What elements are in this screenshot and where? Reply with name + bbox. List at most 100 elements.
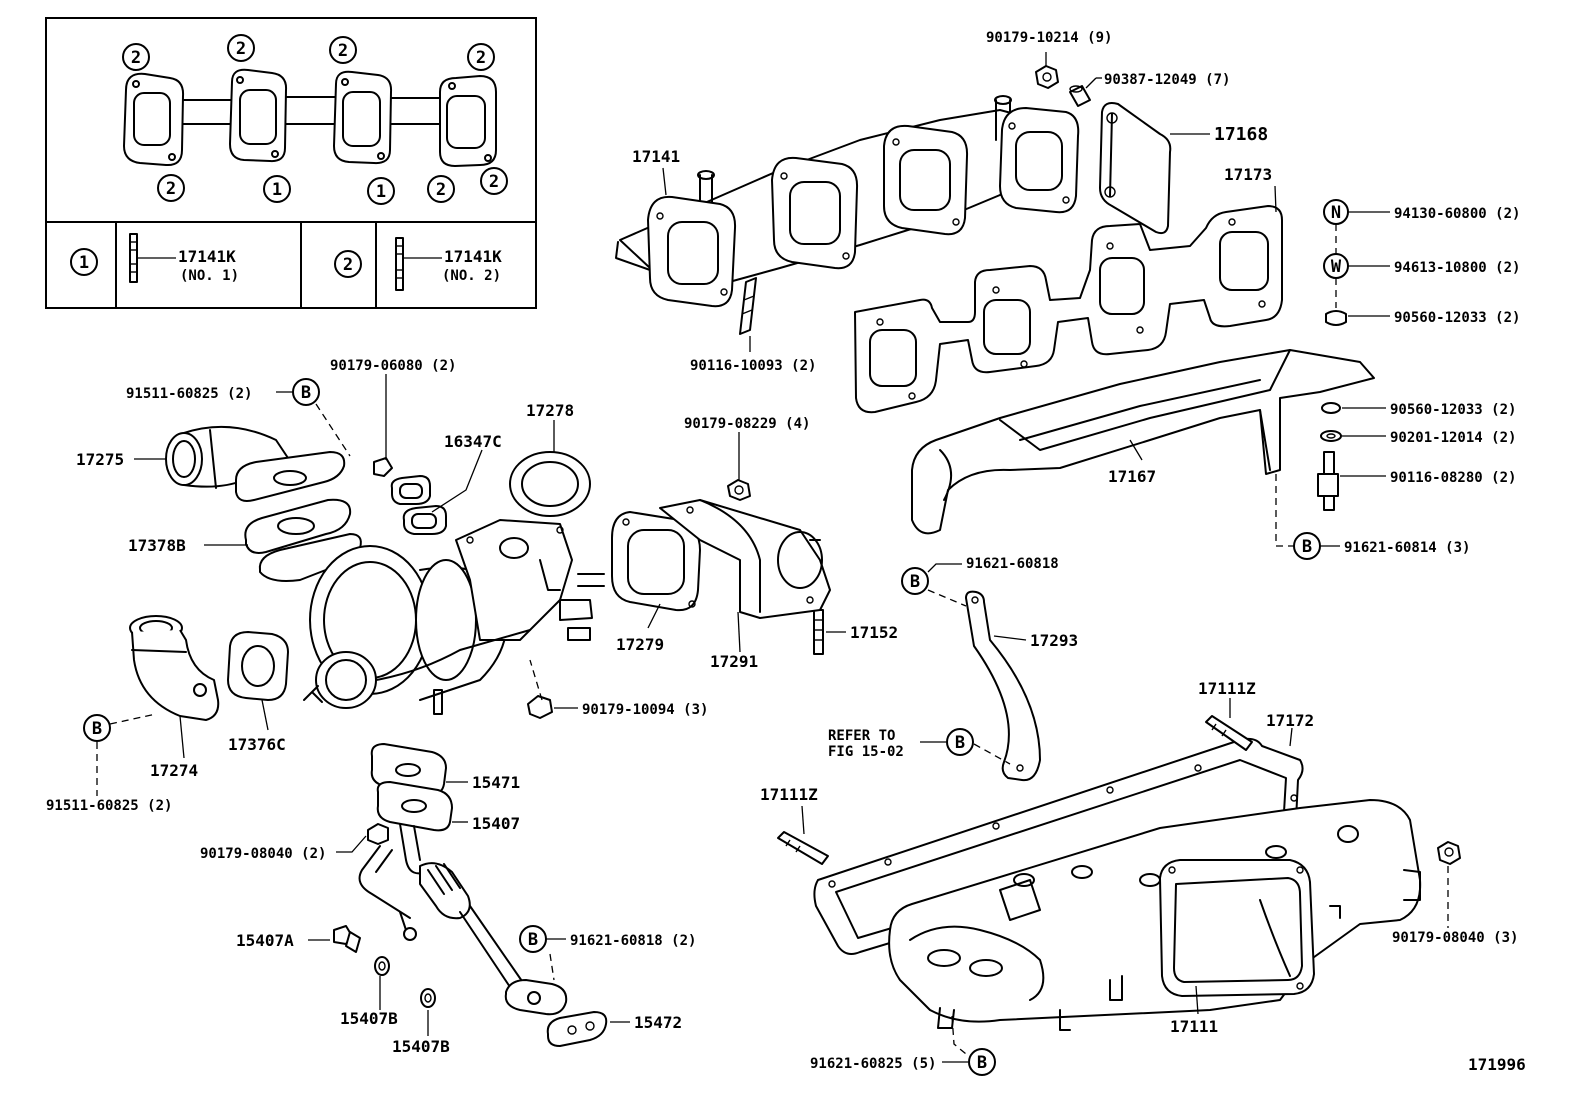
pipe-15407 (358, 781, 568, 1016)
callout-label: 91621-60825 (5) (810, 1056, 936, 1072)
callout-label: 17111Z (1198, 679, 1256, 698)
legend-mark: 1 (376, 182, 386, 202)
elbow-17275 (165, 425, 346, 502)
callout-label: 15407B (340, 1009, 398, 1028)
marker-b: B (1302, 537, 1312, 557)
legend-row-1: 1 17141K (NO. 1) (70, 233, 239, 284)
callout-label: 91511-60825 (2) (46, 798, 172, 814)
callout-label: 90179-10214 (9) (986, 30, 1112, 46)
gasket-legend-box: 2 2 2 2 2 1 1 2 2 1 (45, 17, 537, 309)
intake-manifold-17111 (813, 737, 1422, 1031)
callout-label: 17378B (128, 536, 186, 555)
marker-n: N (1331, 203, 1341, 223)
bracket-17293 (965, 590, 1041, 782)
b-marker-5: B (83, 714, 111, 742)
legend-row-part: 17141K (444, 247, 502, 266)
callout-label: 17111 (1170, 1017, 1218, 1036)
callout-label: 17167 (1108, 467, 1156, 486)
callout-label: 17293 (1030, 631, 1078, 650)
callout-label: REFER TO (828, 728, 895, 744)
marker-b: B (301, 383, 311, 403)
callout-label: 90560-12033 (2) (1390, 402, 1516, 418)
bolt-15407a (333, 925, 361, 953)
stud-icon (129, 233, 138, 283)
stud-17111z-left (777, 831, 829, 865)
washer-15407b-a (374, 956, 390, 976)
callout-label: 17376C (228, 735, 286, 754)
legend-row-mark: 2 (343, 255, 353, 275)
legend-row-2: 2 17141K (NO. 2) (334, 237, 502, 291)
callout-label: 15471 (472, 773, 520, 792)
b-marker-7: B (968, 1048, 996, 1076)
callout-label: 90179-08040 (3) (1392, 930, 1518, 946)
callout-label: FIG 15-02 (828, 744, 904, 760)
gasket-17376c (227, 631, 289, 701)
nut-90179-08040-left (367, 823, 389, 845)
b-marker-1: B (292, 378, 320, 406)
callout-label: 90201-12014 (2) (1390, 430, 1516, 446)
legend-mark: 2 (476, 48, 486, 68)
manifold-gasket-17173 (854, 205, 1283, 414)
nut-90179-10214 (1035, 65, 1059, 89)
nut-washer-stack: N W (1323, 199, 1349, 326)
callout-label: 17111Z (760, 785, 818, 804)
callout-label: 90560-12033 (2) (1394, 310, 1520, 326)
gasket-17378b (244, 498, 352, 554)
callout-label: 17278 (526, 401, 574, 420)
legend-mark: 2 (131, 48, 141, 68)
nut-90179-06080 (373, 457, 393, 477)
stud-17152 (813, 609, 824, 655)
legend-mark: 2 (236, 39, 246, 59)
callout-label: 90179-08229 (4) (684, 416, 810, 432)
stud-90116-10093 (739, 277, 757, 335)
callout-label: 17141 (632, 147, 680, 166)
legend-row-note: (NO. 1) (180, 268, 239, 284)
elbow-17274 (129, 615, 220, 721)
legend-bottom-marks: 2 1 1 2 2 (157, 167, 508, 205)
nut-90179-08040-right (1437, 841, 1461, 865)
callout-label: 90116-08280 (2) (1390, 470, 1516, 486)
callout-label: 17291 (710, 652, 758, 671)
legend-mark: 2 (489, 172, 499, 192)
heat-insulator-17168 (1099, 102, 1172, 235)
collar-90387-12049 (1069, 85, 1091, 107)
callout-label: 17172 (1266, 711, 1314, 730)
gasket-15472 (546, 1011, 608, 1047)
washer-90560-lower (1321, 402, 1341, 414)
b-marker-2: B (1293, 532, 1321, 560)
washer-90201 (1320, 430, 1342, 442)
gasket-16347c (390, 475, 447, 535)
callout-label: 90179-06080 (2) (330, 358, 456, 374)
stud-90116-08280 (1317, 451, 1339, 511)
marker-b: B (528, 930, 538, 950)
legend-row-mark: 1 (79, 253, 89, 273)
heat-insulator-17167 (911, 349, 1375, 535)
legend-mark: 2 (338, 41, 348, 61)
b-marker-3: B (901, 567, 929, 595)
callout-label: 17275 (76, 450, 124, 469)
exhaust-manifold (615, 95, 1080, 308)
callout-label: 90116-10093 (2) (690, 358, 816, 374)
washer-15407b-b (420, 988, 436, 1008)
callout-label: 91621-60818 (2) (570, 933, 696, 949)
ring-gasket-17278 (509, 451, 591, 517)
stud-icon (395, 237, 404, 291)
callout-label: 15407 (472, 814, 520, 833)
legend-row-note: (NO. 2) (442, 268, 501, 284)
legend-gasket-drawing (123, 68, 497, 167)
callout-label: 91621-60818 (966, 556, 1059, 572)
nut-90179-10094 (527, 695, 553, 719)
nut-90179-08229 (727, 479, 751, 501)
legend-mark: 1 (272, 180, 282, 200)
marker-b: B (955, 733, 965, 753)
figure-id: 171996 (1468, 1055, 1526, 1074)
legend-mark: 2 (166, 179, 176, 199)
callout-label: 17173 (1224, 165, 1272, 184)
marker-b: B (92, 719, 102, 739)
callout-label: 15407B (392, 1037, 450, 1056)
legend-mark: 2 (436, 180, 446, 200)
legend-top-marks: 2 2 2 2 (122, 34, 495, 71)
callout-label: 17274 (150, 761, 198, 780)
callout-label: 91621-60814 (3) (1344, 540, 1470, 556)
